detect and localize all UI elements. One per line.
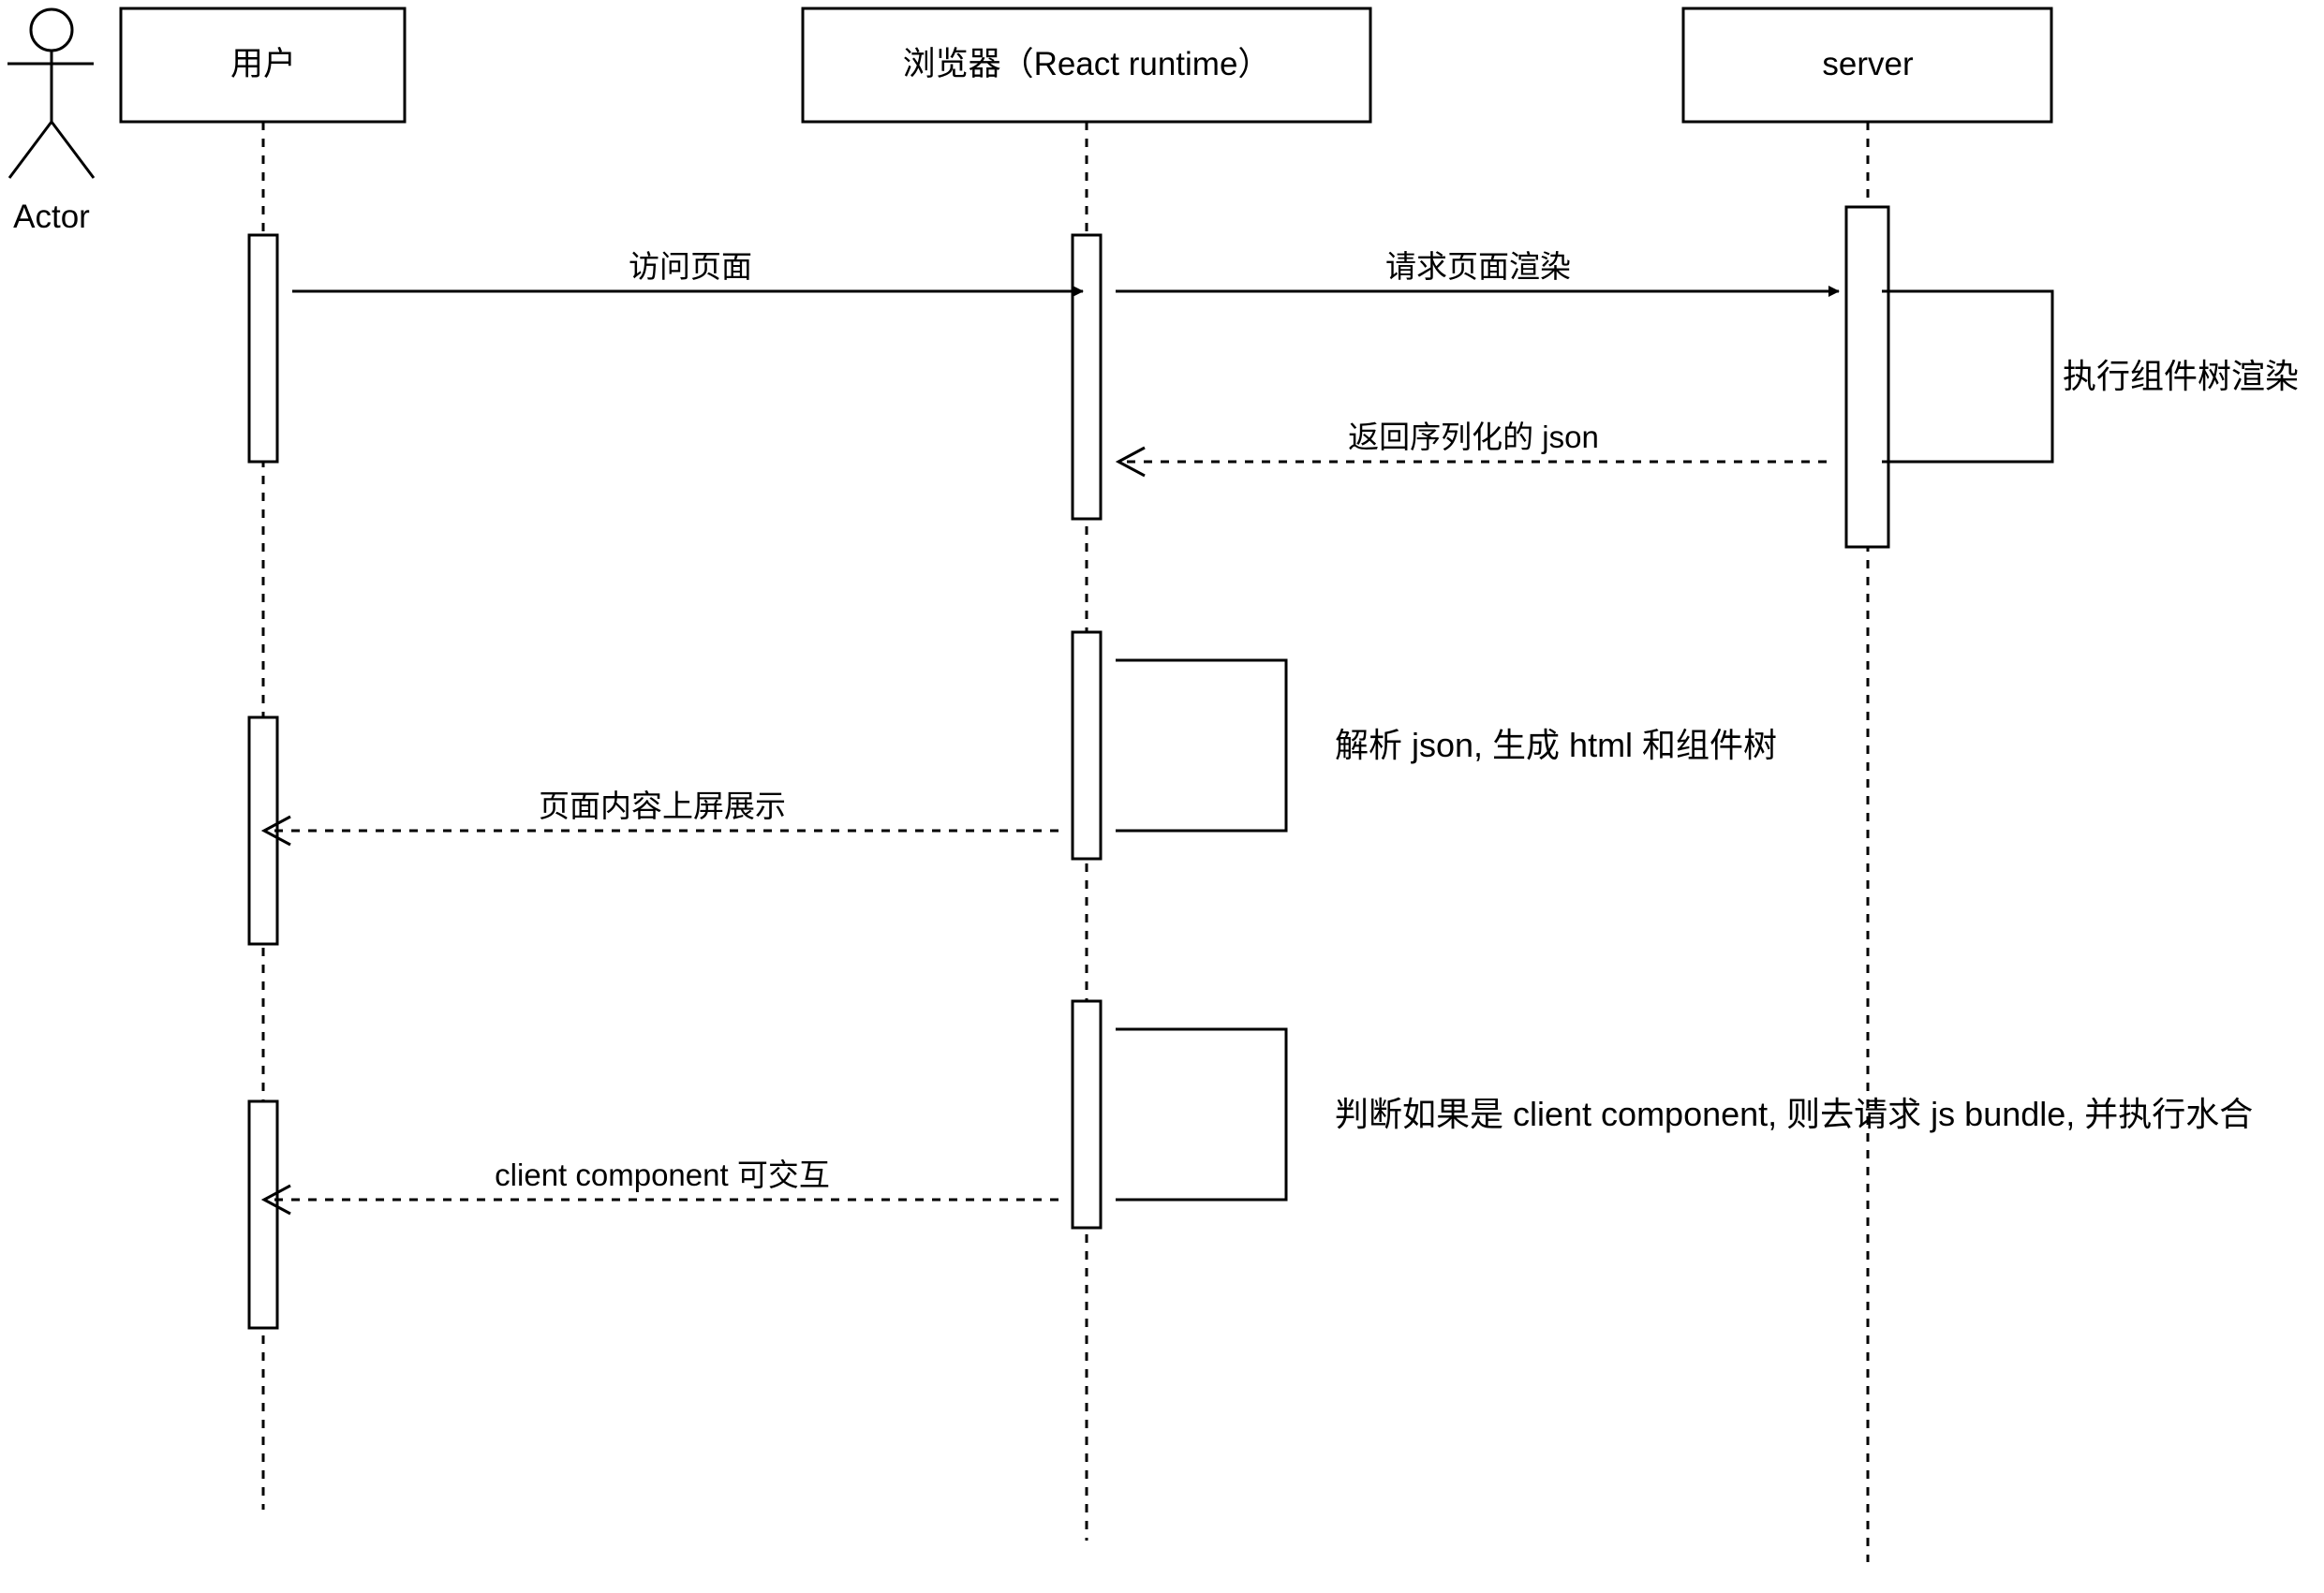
activation-server-1 (1844, 205, 1890, 549)
self-call-browser-parse (1116, 658, 1288, 833)
self-call-label-server-render: 执行组件树渲染 (2063, 357, 2299, 395)
actor-leg-left (7, 121, 53, 179)
actor-head (29, 7, 74, 52)
participant-label-user: 用户 (230, 46, 296, 82)
message-label-request-render: 请求页面渲染 (1385, 249, 1571, 284)
activation-browser-1 (1071, 233, 1103, 521)
self-call-label-browser-parse: 解析 json, 生成 html 和组件树 (1335, 726, 1777, 764)
actor-figure (7, 7, 96, 179)
self-call-browser-hydrate (1116, 1027, 1288, 1202)
activation-browser-2 (1071, 630, 1103, 861)
self-call-server-render (1882, 289, 2054, 464)
activation-user-1 (247, 233, 279, 464)
message-label-return-json: 返回序列化的 json (1348, 420, 1599, 454)
participant-box-server (1681, 7, 2053, 124)
message-arrowhead-interactive (260, 1184, 291, 1216)
message-label-visit-page: 访问页面 (629, 249, 752, 284)
activation-user-3 (247, 1099, 279, 1330)
message-label-render-screen: 页面内容上屏展示 (539, 789, 786, 823)
participant-label-server: server (1822, 46, 1914, 82)
activation-user-2 (247, 715, 279, 946)
participant-box-user (119, 7, 407, 124)
self-call-label-browser-hydrate: 判断如果是 client component, 则去请求 js bundle, … (1335, 1095, 2253, 1133)
participant-box-browser (801, 7, 1372, 124)
participant-label-browser: 浏览器（React runtime） (903, 46, 1271, 82)
message-label-interactive: client component 可交互 (495, 1158, 830, 1192)
message-arrowhead-render-screen (260, 815, 291, 847)
message-arrowhead-return-json (1115, 446, 1146, 478)
actor-label: Actor (13, 199, 90, 235)
activation-browser-3 (1071, 999, 1103, 1230)
actor-leg-right (50, 121, 96, 179)
